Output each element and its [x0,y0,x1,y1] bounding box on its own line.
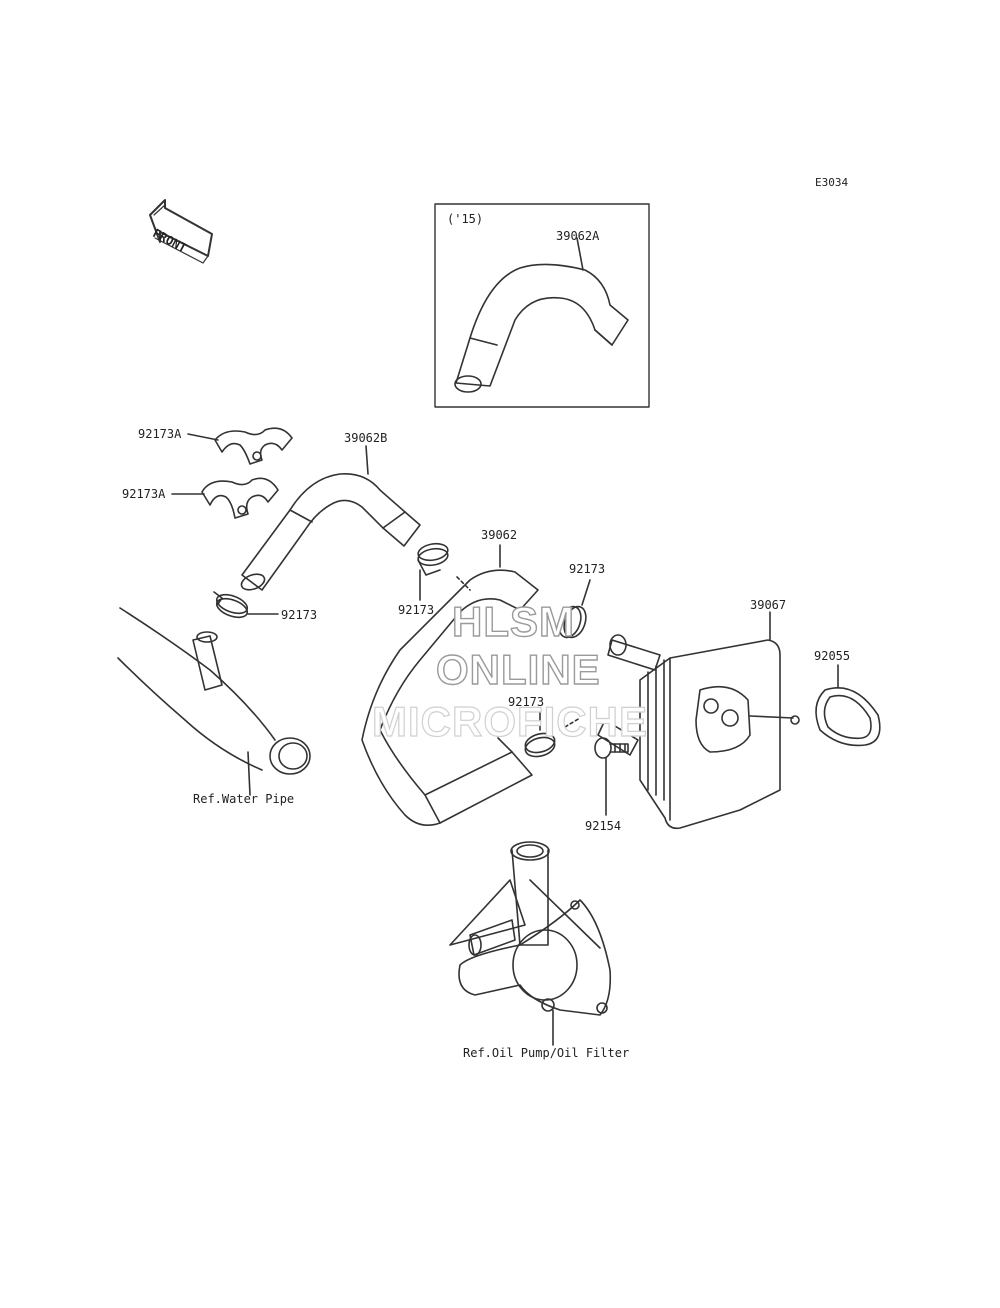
hose-39062a [454,237,629,393]
watermark-line2: ONLINE [435,645,601,693]
label-39067[interactable]: 39067 [750,598,787,612]
hose-39062 [361,544,539,826]
hose-39062b [240,445,421,591]
diagram-code: E3034 [815,176,849,189]
label-ref-water-pipe[interactable]: Ref.Water Pipe [193,792,295,806]
oil-cooler-39067 [597,611,794,830]
label-92055[interactable]: 92055 [814,649,851,663]
clamp-92173-right [558,579,591,639]
label-92173a-bottom[interactable]: 92173A [122,487,166,501]
label-92173a-top[interactable]: 92173A [138,427,182,441]
oil-pump-housing [449,841,612,1046]
gasket-92055 [790,664,881,747]
clamp-92173-lower [524,711,581,758]
clip-92173a-top [187,427,293,465]
label-39062[interactable]: 39062 [481,528,518,542]
bolt-92154 [594,737,629,816]
label-39062a[interactable]: 39062A [556,229,600,243]
label-92173-left[interactable]: 92173 [398,603,435,617]
water-pipe [117,607,311,796]
label-92173-mid[interactable]: 92173 [569,562,606,576]
clamp-92173-pipe [213,591,279,619]
label-39062b[interactable]: 39062B [344,431,388,445]
inset-box [434,203,650,408]
label-92173-lower[interactable]: 92173 [508,695,545,709]
watermark-line1: HLSM [451,597,575,645]
inset-year: ('15) [447,212,484,226]
clamp-92173-left [417,542,471,601]
clip-92173a-bottom [171,477,279,519]
label-92173-right[interactable]: 92173 [281,608,318,622]
label-ref-oil-pump[interactable]: Ref.Oil Pump/Oil Filter [463,1046,630,1060]
watermark-line3: MICROFICHE [371,697,648,745]
label-92154[interactable]: 92154 [585,819,622,833]
front-arrow-icon [149,199,213,264]
